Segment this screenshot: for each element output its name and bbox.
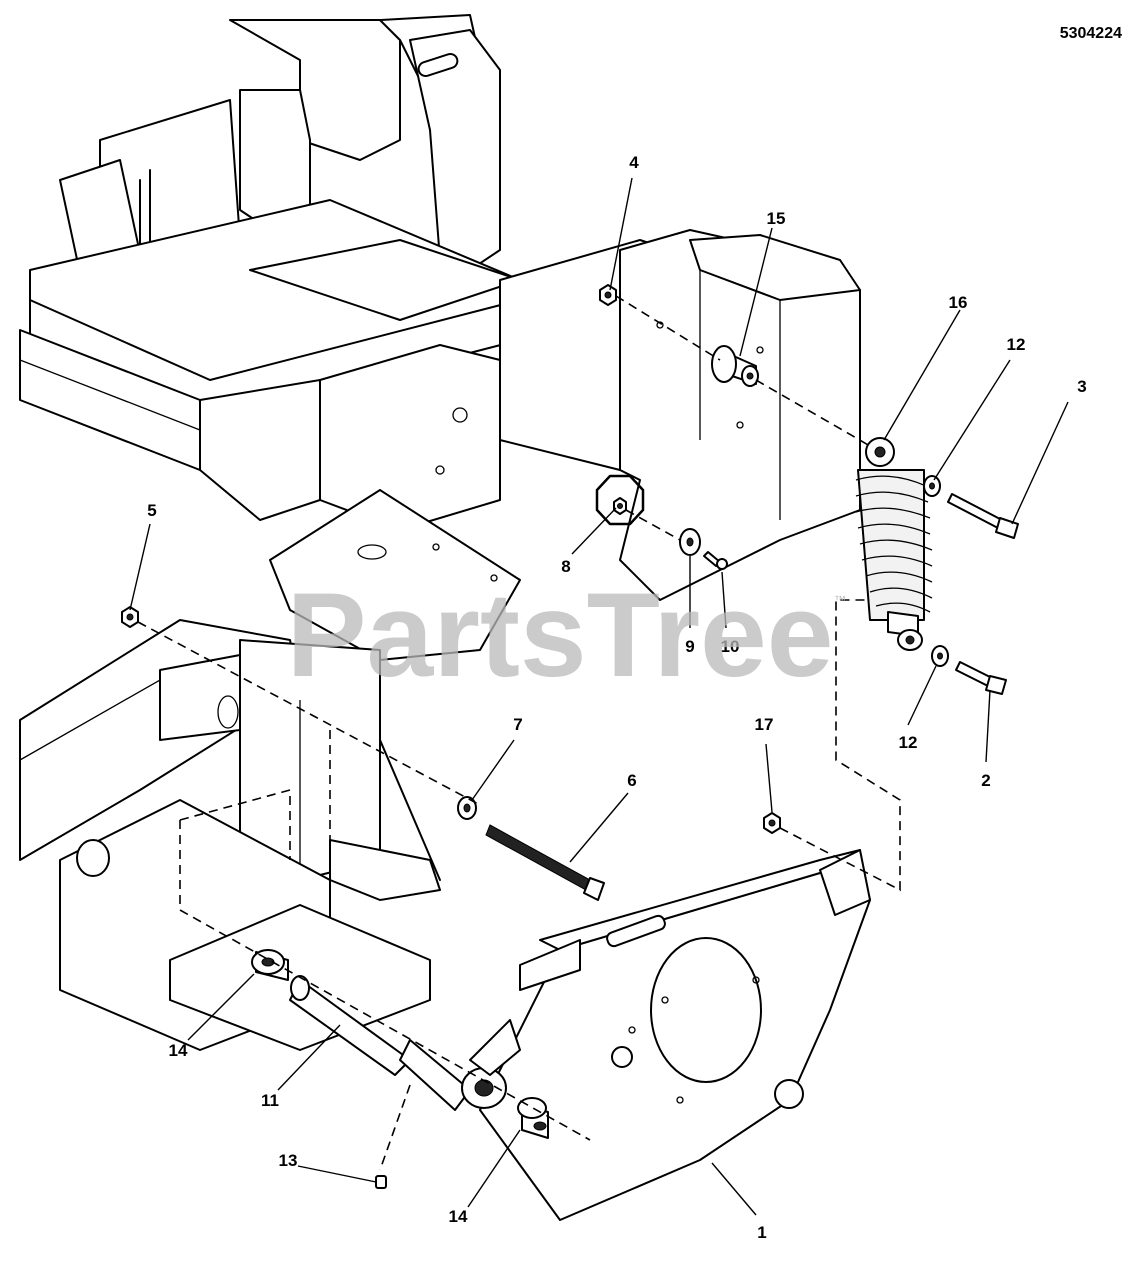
callout-labels: 1 2 3 4 5 6 7 8 9 10 11 12 12 13 14 14 1… [147, 153, 1086, 1242]
part-12-washer-upper [923, 475, 941, 497]
callout-14-left[interactable]: 14 [169, 1041, 188, 1060]
callout-6[interactable]: 6 [627, 771, 636, 790]
callout-1[interactable]: 1 [757, 1223, 766, 1242]
watermark: PartsTree ™ [286, 568, 846, 702]
assembly-lines [137, 295, 901, 1171]
part-16-shock [855, 437, 933, 651]
part-14-bushing-right [517, 1097, 549, 1139]
leader-lines [129, 177, 1069, 1216]
callout-10[interactable]: 10 [721, 637, 740, 656]
shock-coils [855, 475, 933, 613]
watermark-trademark: ™ [834, 593, 846, 607]
diagram-id-label: 5304224 [1060, 25, 1122, 42]
callout-9[interactable]: 9 [685, 637, 694, 656]
part-14-bushing-left [251, 949, 289, 981]
callout-5[interactable]: 5 [147, 501, 156, 520]
callout-14-right[interactable]: 14 [449, 1207, 468, 1226]
callout-12-lower[interactable]: 12 [899, 733, 918, 752]
callout-3[interactable]: 3 [1077, 377, 1086, 396]
callout-2[interactable]: 2 [981, 771, 990, 790]
part-4-nut [599, 284, 617, 306]
callout-17[interactable]: 17 [755, 715, 774, 734]
part-6-long-bolt [485, 824, 605, 901]
part-13-grease-fitting [375, 1175, 387, 1189]
part-11-axle [289, 939, 581, 1111]
callout-13[interactable]: 13 [279, 1151, 298, 1170]
callout-8[interactable]: 8 [561, 557, 570, 576]
callout-11[interactable]: 11 [261, 1091, 279, 1110]
callout-7[interactable]: 7 [513, 715, 522, 734]
part-15-spacer [711, 345, 759, 387]
part-10-screw [703, 551, 728, 570]
part-3-bolt [947, 493, 1019, 539]
callout-4[interactable]: 4 [629, 153, 639, 172]
part-9-washer [679, 528, 701, 556]
watermark-text: PartsTree [286, 568, 833, 702]
part-2-bolt [955, 661, 1007, 695]
callout-12-upper[interactable]: 12 [1007, 335, 1026, 354]
part-12-washer-lower [931, 645, 949, 667]
mower-frame [19, 14, 861, 1051]
part-1-front-bracket [479, 849, 871, 1221]
callout-16[interactable]: 16 [949, 293, 968, 312]
part-17-nut [763, 812, 781, 834]
callout-15[interactable]: 15 [767, 209, 786, 228]
part-7-washer [457, 796, 477, 820]
